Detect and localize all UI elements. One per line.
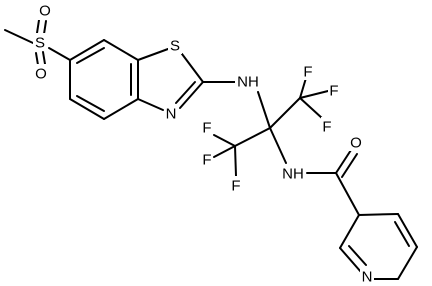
atom-label-f6: F [231, 178, 240, 195]
bond-benzo-6 [69, 39, 105, 61]
bond-cq-cf3-top [269, 97, 301, 129]
atom-f2: F [328, 81, 340, 100]
atom-s-thiazole: S [168, 36, 182, 55]
atom-label-s-thiazole: S [170, 38, 180, 55]
atom-o-sulfonyl-bottom: O [34, 64, 48, 83]
atom-f1: F [302, 62, 314, 81]
bond-thiazole-c2-n-inner [175, 81, 196, 104]
bonds [4, 19, 418, 280]
atom-n-thiazole: N [164, 104, 178, 123]
bond-thiazole-c-s [137, 48, 169, 61]
atom-f6: F [230, 176, 242, 195]
atom-label-n-pyridine: N [362, 269, 373, 286]
bond-c-o-inner [341, 153, 358, 178]
bond-cf3-bottom-f4 [213, 134, 236, 147]
bond-thiazole-s-c2 [181, 53, 204, 83]
bond-benzo-2 [69, 98, 105, 120]
bond-methyl-s [4, 29, 34, 44]
bond-pyr-1 [358, 213, 399, 216]
atom-label-o-sulfonyl-bottom: O [35, 66, 47, 83]
atom-o-sulfonyl-top: O [38, 2, 52, 20]
bond-cf3-bottom-f6 [234, 145, 237, 177]
bond-pyr-2-inner [394, 221, 410, 247]
bond-amide-c-pyridine [335, 172, 360, 216]
bond-pyr-5-inner [348, 245, 367, 266]
bond-cf3-top-f2 [299, 90, 329, 99]
bond-c-o [335, 149, 352, 174]
bond-cf3-top-f3 [299, 97, 324, 120]
bond-pyr-5 [339, 247, 362, 273]
bond-s-o-bottom [35, 52, 39, 66]
bond-cq-nh-amide [269, 127, 287, 164]
bond-cf3-top-f1 [299, 77, 307, 99]
atom-label-f4: F [202, 120, 211, 137]
atom-label-s-sulfonyl: S [35, 35, 45, 52]
atom-labels: S O O S N NH F F [33, 2, 374, 286]
bond-s-o-top [36, 19, 40, 34]
bond-s-o-top-2 [43, 20, 47, 35]
bond-cf3-bottom-f5 [213, 145, 236, 158]
atom-o-carbonyl: O [349, 133, 363, 152]
atom-f5: F [201, 150, 213, 169]
atom-label-n-thiazole: N [166, 106, 177, 123]
atom-label-nh-amide: NH [282, 166, 304, 183]
bond-thiazole-c2-n [179, 81, 204, 109]
atom-label-f3: F [322, 119, 331, 136]
atom-label-f5: F [202, 152, 211, 169]
bond-pyr-2 [397, 213, 418, 248]
bond-benzo-5 [103, 39, 139, 61]
atom-label-f2: F [329, 83, 338, 100]
atom-label-nh-amino: NH [237, 74, 259, 91]
bond-benzo-2-inner [76, 95, 105, 112]
bond-s-o-bottom-2 [42, 51, 46, 65]
bond-cq-cf3-bottom [234, 127, 271, 147]
bond-nh-cq [257, 91, 271, 129]
atom-s-sulfonyl: S [33, 33, 47, 52]
atom-nh-amide: NH [280, 164, 306, 183]
bond-benzo-3 [103, 98, 139, 120]
atom-n-pyridine: N [360, 268, 374, 286]
bond-pyr-3 [397, 246, 418, 280]
atom-f3: F [321, 117, 333, 136]
atom-label-o-carbonyl: O [350, 135, 362, 152]
bond-benzo-6-inner [76, 47, 105, 64]
atom-nh-amino: NH [235, 72, 261, 91]
bond-s-ring [48, 47, 71, 61]
bond-thiazole-n-c [137, 98, 164, 111]
atom-label-o-sulfonyl-top: O [39, 3, 51, 20]
atom-label-f1: F [303, 64, 312, 81]
atom-f4: F [201, 118, 213, 137]
bond-pyr-6 [339, 214, 360, 249]
